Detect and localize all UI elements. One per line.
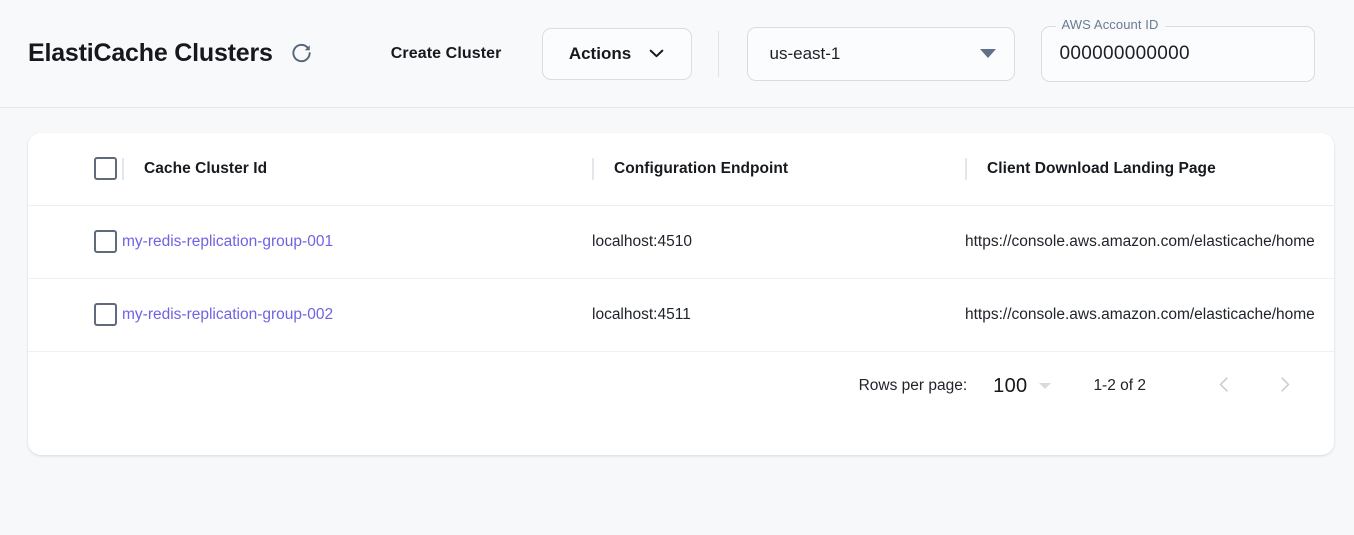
app-header: ElastiCache Clusters Create Cluster Acti… xyxy=(0,0,1354,108)
previous-page-button[interactable] xyxy=(1204,366,1244,406)
rows-per-page-select[interactable]: 100 xyxy=(993,374,1052,398)
column-header-cluster-id[interactable]: Cache Cluster Id xyxy=(122,133,592,206)
region-select-value: us-east-1 xyxy=(769,43,841,63)
cell-endpoint: localhost:4510 xyxy=(592,205,965,279)
clusters-card: Cache Cluster Id Configuration Endpoint … xyxy=(28,133,1334,455)
actions-button[interactable]: Actions xyxy=(541,27,692,80)
aws-account-id-label: AWS Account ID xyxy=(1055,17,1165,31)
row-checkbox[interactable] xyxy=(94,303,117,326)
row-select-cell xyxy=(28,205,122,279)
next-page-button[interactable] xyxy=(1264,366,1304,406)
actions-button-label: Actions xyxy=(568,43,632,63)
content-area: Cache Cluster Id Configuration Endpoint … xyxy=(0,108,1354,455)
table-head: Cache Cluster Id Configuration Endpoint … xyxy=(28,133,1334,206)
triangle-down-icon xyxy=(1039,383,1052,389)
table-body: my-redis-replication-group-001 localhost… xyxy=(28,205,1334,352)
select-all-header xyxy=(28,133,122,206)
cell-endpoint: localhost:4511 xyxy=(592,278,965,352)
refresh-icon[interactable] xyxy=(287,39,317,69)
landing-page-value: https://console.aws.amazon.com/elasticac… xyxy=(965,305,1315,323)
endpoint-value: localhost:4511 xyxy=(592,305,691,323)
column-header-label: Cache Cluster Id xyxy=(144,159,268,177)
row-checkbox[interactable] xyxy=(94,230,117,253)
column-separator xyxy=(592,157,594,180)
column-header-landing-page[interactable]: Client Download Landing Page xyxy=(965,133,1334,206)
table-row[interactable]: my-redis-replication-group-001 localhost… xyxy=(28,205,1334,279)
create-cluster-button[interactable]: Create Cluster xyxy=(385,37,508,71)
column-header-endpoint[interactable]: Configuration Endpoint xyxy=(592,133,965,206)
pagination-bar: Rows per page: 100 1-2 of 2 xyxy=(28,351,1334,421)
rows-per-page-value: 100 xyxy=(993,374,1028,397)
page-title: ElastiCache Clusters xyxy=(28,39,273,67)
chevron-right-icon xyxy=(1275,375,1294,397)
table-header-row: Cache Cluster Id Configuration Endpoint … xyxy=(28,133,1334,206)
column-separator xyxy=(122,157,124,180)
column-header-label: Client Download Landing Page xyxy=(987,159,1216,177)
aws-account-id-field[interactable]: AWS Account ID xyxy=(1040,17,1315,82)
landing-page-value: https://console.aws.amazon.com/elasticac… xyxy=(965,232,1315,250)
aws-account-id-input[interactable] xyxy=(1059,42,1296,65)
cell-cluster-id: my-redis-replication-group-001 xyxy=(122,205,592,279)
region-select[interactable]: us-east-1 xyxy=(746,26,1015,81)
header-divider xyxy=(717,30,719,77)
endpoint-value: localhost:4510 xyxy=(592,232,692,250)
cluster-id-link[interactable]: my-redis-replication-group-002 xyxy=(122,305,334,323)
select-all-checkbox[interactable] xyxy=(94,157,117,181)
row-select-cell xyxy=(28,278,122,352)
triangle-down-icon xyxy=(979,49,996,58)
title-group: ElastiCache Clusters xyxy=(28,39,317,69)
cell-landing-page: https://console.aws.amazon.com/elasticac… xyxy=(965,278,1334,352)
column-header-label: Configuration Endpoint xyxy=(614,159,789,177)
clusters-table: Cache Cluster Id Configuration Endpoint … xyxy=(28,133,1334,352)
chevron-down-icon xyxy=(649,49,664,58)
cell-landing-page: https://console.aws.amazon.com/elasticac… xyxy=(965,205,1334,279)
table-row[interactable]: my-redis-replication-group-002 localhost… xyxy=(28,278,1334,352)
pagination-range: 1-2 of 2 xyxy=(1093,377,1146,394)
cell-cluster-id: my-redis-replication-group-002 xyxy=(122,278,592,352)
chevron-left-icon xyxy=(1215,375,1234,397)
rows-per-page-label: Rows per page: xyxy=(858,377,968,394)
cluster-id-link[interactable]: my-redis-replication-group-001 xyxy=(122,232,334,250)
column-separator xyxy=(965,157,967,180)
